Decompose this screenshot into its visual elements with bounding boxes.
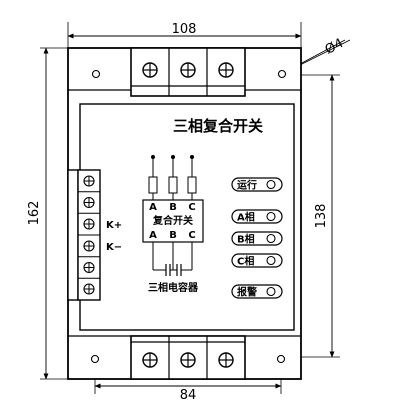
indicator-run: 运行 [231, 177, 283, 192]
indicator-phase-a: A相 [231, 209, 283, 224]
indicator-phase-c: C相 [231, 253, 283, 268]
phase-a-top: A [149, 202, 157, 213]
fuse-a [148, 176, 158, 194]
indicator-run-label: 运行 [237, 179, 257, 192]
dimension-top-width-label: 108 [172, 22, 197, 37]
dimension-hole-diameter-label: Ø4 [323, 36, 346, 58]
switch-schematic [142, 155, 204, 276]
phase-b-bottom: B [169, 230, 177, 241]
k-plus-label: K+ [106, 220, 122, 231]
indicator-alarm-label: 报警 [237, 286, 257, 299]
terminal-block-top [130, 47, 246, 97]
indicator-phase-c-label: C相 [237, 255, 254, 268]
indicator-phase-b-led [266, 233, 276, 244]
switch-label: 复合开关 [152, 214, 193, 227]
mounting-hole-bottom-right [276, 354, 286, 364]
indicator-phase-b-label: B相 [237, 233, 255, 246]
dimension-right-height-label: 138 [314, 204, 329, 229]
mounting-hole-top-right [277, 69, 287, 79]
indicator-phase-b: B相 [231, 231, 283, 246]
phase-c-top: C [188, 202, 195, 213]
module-title: 三相复合开关 [173, 117, 263, 135]
dimension-right-height: 138 [300, 74, 340, 358]
mounting-hole-top-left [91, 69, 101, 79]
indicator-phase-a-led [266, 211, 276, 222]
phase-a-bottom: A [149, 230, 157, 241]
indicator-alarm-led [266, 286, 276, 297]
fuse-b [168, 176, 178, 194]
mounting-hole-bottom-left [90, 354, 100, 364]
capacitor-label: 三相电容器 [148, 281, 199, 294]
k-minus-label: K− [106, 242, 122, 253]
control-terminal-strip [67, 169, 101, 301]
dimension-top-width: 108 [67, 22, 302, 48]
phase-c-bottom: C [188, 230, 195, 241]
dimension-left-height: 162 [27, 47, 68, 380]
terminal-block-bottom [130, 335, 246, 380]
dimension-left-height-label: 162 [27, 201, 42, 226]
phase-b-top: B [169, 202, 177, 213]
composite-switch-box [142, 199, 204, 243]
indicator-alarm: 报警 [231, 284, 283, 299]
dimension-bottom-width-label: 84 [180, 388, 197, 403]
indicator-phase-c-led [266, 255, 276, 266]
indicator-phase-a-label: A相 [237, 211, 255, 224]
indicator-run-led [266, 179, 276, 190]
fuse-c [187, 176, 197, 194]
